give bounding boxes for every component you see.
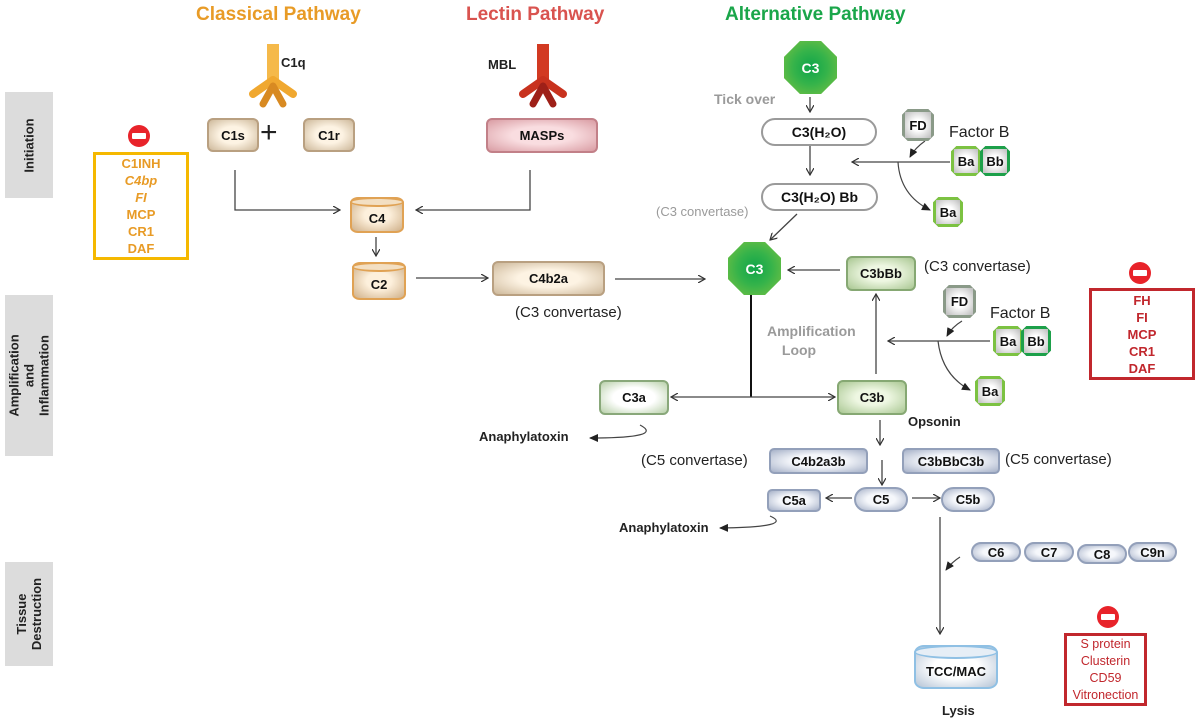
c3bbbc3b-note: (C5 convertase) [1005,451,1112,468]
phase-initiation-label: Initiation [21,117,37,173]
mbl-label: MBL [488,57,517,72]
node-masps: MASPs [486,118,598,153]
node-c3h2o: C3(H₂O) [761,118,877,146]
phase-initiation: Initiation [5,92,53,198]
node-c5: C5 [854,487,908,512]
node-ba-released-2: Ba [975,376,1005,406]
c3bbb-note: (C3 convertase) [924,258,1031,275]
node-c7: C7 [1024,542,1074,562]
node-c3a: C3a [599,380,669,415]
initiation-inhibitor-item: C1INH [121,156,161,171]
node-c3-center: C3 [728,242,781,295]
node-c5a: C5a [767,489,821,512]
arrow-fd-1 [909,140,926,158]
arrow-ba-release-1 [897,161,931,211]
initiation-inhibitor-item: CR1 [127,224,154,239]
phase-amplification-label: Amplification and Inflammation [6,334,52,417]
terminal-inhibitor-item: Vitronection [1072,687,1139,702]
mbl-molecule-icon [519,44,567,108]
arrow-c3h2obb-to-c3 [770,213,798,240]
phase-amplification: Amplification and Inflammation [5,295,53,456]
arrow-anaphylatoxin-1 [589,424,647,442]
node-c1r: C1r [303,118,355,152]
factor-b-label-1: Factor B [949,124,1010,141]
node-c4: C4 [350,197,404,233]
anaphylatoxin-label-1: Anaphylatoxin [479,429,569,444]
terminal-inhibitor-item: CD59 [1089,670,1122,685]
node-c4b2a: C4b2a [492,261,605,296]
initiation-inhibitor-item: FI [135,190,147,205]
phase-tissue-destruction-label: Tissue Destruction [14,577,45,651]
lysis-label: Lysis [942,703,975,718]
inhibitor-stop-icon [1097,606,1119,628]
node-c3b: C3b [837,380,907,415]
arrow-c1-to-c4 [234,170,340,210]
node-c2: C2 [352,262,406,300]
amplification-inhibitor-item: FH [1133,292,1151,308]
amplification-inhibitor-item: MCP [1127,326,1157,342]
c1q-molecule-icon [249,44,297,108]
initiation-inhibitor-item: MCP [126,207,156,222]
anaphylatoxin-label-2: Anaphylatoxin [619,520,709,535]
node-bb-2: Bb [1021,326,1051,356]
tick-over-label: Tick over [714,91,776,107]
node-c3h2obb: C3(H₂O) Bb [761,183,878,211]
inhibitor-stop-icon [1129,262,1151,284]
amplification-loop-label: Amplification Loop [767,323,856,358]
lectin-pathway-title: Lectin Pathway [466,4,605,25]
node-bb-1: Bb [980,146,1010,176]
node-ba-released-1: Ba [933,197,963,227]
phase-tissue-destruction: Tissue Destruction [5,562,53,666]
amplification-inhibitor-item: DAF [1128,360,1156,376]
opsonin-label: Opsonin [908,414,961,429]
initiation-inhibitor-item: C4bp [124,173,158,188]
factor-b-label-2: Factor B [990,305,1051,322]
alternative-pathway-title: Alternative Pathway [725,4,906,25]
terminal-inhibitor-item: S protein [1080,636,1131,651]
c4b2a-note: (C3 convertase) [515,304,622,321]
terminal-inhibitor-item: Clusterin [1080,653,1131,668]
node-c4b2a3b: C4b2a3b [769,448,868,474]
c1q-label: C1q [281,55,306,70]
arrow-ba-release-2 [937,340,971,391]
node-ba-1: Ba [951,146,981,176]
node-c3-alternative: C3 [784,41,837,94]
node-c8: C8 [1077,544,1127,564]
arrow-c6-9 [945,556,961,571]
inhibitor-stop-icon [128,125,150,147]
initiation-inhibitor-item: DAF [127,241,155,256]
node-c9n: C9n [1128,542,1177,562]
amplification-inhibitor-item: FI [1136,309,1148,325]
node-c3bbb: C3bBb [846,256,916,291]
node-c5b: C5b [941,487,995,512]
node-c3bbbc3b: C3bBbC3b [902,448,1000,474]
node-fd-2: FD [943,285,976,318]
node-tcc-mac: TCC/MAC [914,645,998,689]
c3h2obb-note: (C3 convertase) [656,204,749,219]
node-c1s: C1s [207,118,259,152]
amplification-inhibitor-item: CR1 [1128,343,1155,359]
node-fd-1: FD [902,109,934,141]
c4b2a3b-note: (C5 convertase) [641,452,748,469]
node-c6: C6 [971,542,1021,562]
arrow-masps-to-c4 [416,170,531,210]
classical-pathway-title: Classical Pathway [196,4,361,25]
node-ba-2: Ba [993,326,1023,356]
arrow-anaphylatoxin-2 [719,515,777,532]
arrow-fd-2 [946,320,963,337]
plus-sign: + [260,116,278,149]
